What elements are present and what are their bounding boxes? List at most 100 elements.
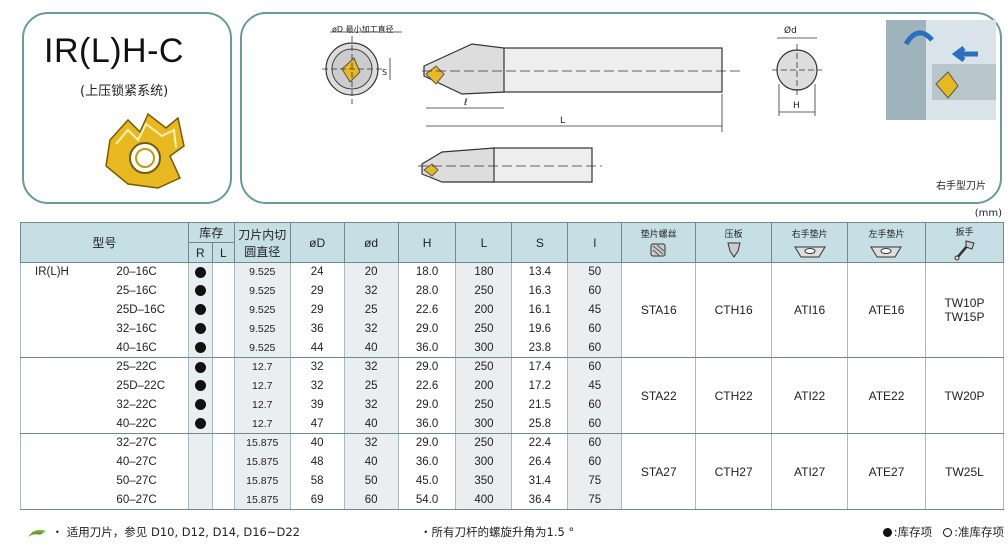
insert-dia-cell: 12.7 bbox=[233, 414, 291, 434]
left-shim-cell: ATE22 bbox=[847, 357, 926, 434]
stock-l-cell bbox=[211, 414, 235, 434]
stock-l-cell bbox=[211, 395, 235, 415]
col-screw: 垫片螺丝 bbox=[621, 222, 697, 263]
footer-note-helix: ・所有刀杆的螺旋升角为1.5 ° bbox=[420, 525, 575, 539]
stock-l-cell bbox=[211, 433, 235, 453]
right-shim-icon bbox=[793, 246, 826, 257]
insert-dia-cell: 12.7 bbox=[233, 357, 291, 377]
s-label: S bbox=[382, 68, 388, 77]
left-shim-icon bbox=[870, 246, 903, 257]
stock-r-cell bbox=[187, 433, 213, 453]
col-right-shim: 右手垫片 bbox=[771, 222, 849, 263]
h-cell: 29.0 bbox=[397, 319, 457, 339]
insert-dia-cell: 15.875 bbox=[233, 471, 291, 491]
screw-cell: STA27 bbox=[621, 433, 697, 510]
d-minor-cell: 32 bbox=[343, 395, 399, 415]
clamp-cell: CTH22 bbox=[695, 357, 773, 434]
right-shim-cell: ATI16 bbox=[771, 262, 849, 358]
s-cell: 36.4 bbox=[511, 490, 569, 510]
left-shim-cell: ATE27 bbox=[847, 433, 926, 510]
stock-r-cell bbox=[187, 395, 213, 415]
insert-icon bbox=[105, 112, 185, 189]
d-label: Ød bbox=[784, 26, 797, 36]
d-major-cell: 58 bbox=[289, 471, 345, 491]
right-shim-cell: ATI27 bbox=[771, 433, 849, 510]
d-major-cell: 48 bbox=[289, 452, 345, 472]
length-cell: 400 bbox=[455, 490, 513, 510]
model-cell: 25–22C bbox=[108, 357, 189, 377]
h-cell: 18.0 bbox=[397, 262, 457, 282]
stock-dot-icon bbox=[194, 285, 206, 297]
wrench-model-1: TW20P bbox=[944, 388, 985, 403]
stock-l-cell bbox=[211, 357, 235, 377]
clamp-cell: CTH27 bbox=[695, 433, 773, 510]
d-minor-cell: 32 bbox=[343, 281, 399, 301]
model-prefix bbox=[20, 357, 109, 377]
model-cell: 40–22C bbox=[108, 414, 189, 434]
length-cell: 200 bbox=[455, 376, 513, 396]
stock-r-cell bbox=[187, 490, 213, 510]
title-panel: IR(L)H-C (上压锁紧系统) bbox=[22, 12, 232, 204]
stock-l-cell bbox=[211, 262, 235, 282]
stock-r-cell bbox=[187, 414, 213, 434]
d-minor-cell: 40 bbox=[343, 414, 399, 434]
d-major-cell: 36 bbox=[289, 319, 345, 339]
l-cell: 60 bbox=[567, 395, 623, 415]
model-cell: 25D–16C bbox=[108, 300, 189, 320]
d-minor-cell: 32 bbox=[343, 357, 399, 377]
d-major-cell: 24 bbox=[289, 262, 345, 282]
l-cell: 60 bbox=[567, 319, 623, 339]
h-cell: 36.0 bbox=[397, 338, 457, 358]
h-cell: 54.0 bbox=[397, 490, 457, 510]
footer-note-applicable: ・ 适用刀片，参见 D10, D12, D14, D16~D22 bbox=[26, 524, 300, 540]
model-cell: 25D–22C bbox=[108, 376, 189, 396]
l-cell: 45 bbox=[567, 300, 623, 320]
stock-dot-icon bbox=[194, 323, 206, 335]
unit-label: (mm) bbox=[974, 208, 1002, 219]
screw-icon bbox=[650, 243, 666, 256]
stock-dot-icon bbox=[194, 361, 206, 373]
stock-l-cell bbox=[211, 471, 235, 491]
model-cell: 50–27C bbox=[108, 471, 189, 491]
stock-r-cell bbox=[187, 357, 213, 377]
l-cell: 60 bbox=[567, 281, 623, 301]
stock-l-cell bbox=[211, 300, 235, 320]
wrench-cell: TW20P bbox=[924, 357, 1005, 434]
stock-l-cell bbox=[211, 452, 235, 472]
model-prefix bbox=[20, 414, 109, 434]
d-major-cell: 32 bbox=[289, 357, 345, 377]
stock-dot-icon bbox=[882, 528, 892, 537]
wrench-model-1: TW25L bbox=[945, 464, 984, 479]
length-cell: 350 bbox=[455, 471, 513, 491]
wrench-model-1: TW10P bbox=[944, 296, 985, 310]
model-cell: 60–27C bbox=[108, 490, 189, 510]
page-title: IR(L)H-C bbox=[44, 32, 184, 70]
wrench-cell: TW25L bbox=[924, 433, 1005, 510]
model-prefix bbox=[20, 433, 109, 453]
s-cell: 19.6 bbox=[511, 319, 569, 339]
model-prefix bbox=[20, 395, 109, 415]
stock-legend: :库存项 :准库存项 bbox=[882, 524, 1004, 540]
d-major-cell: 29 bbox=[289, 300, 345, 320]
standard-ring-icon bbox=[943, 528, 953, 537]
length-cell: 250 bbox=[455, 281, 513, 301]
page-subtitle: (上压锁紧系统) bbox=[80, 84, 169, 99]
model-prefix bbox=[20, 281, 109, 301]
s-cell: 23.8 bbox=[511, 338, 569, 358]
h-cell: 45.0 bbox=[397, 471, 457, 491]
s-cell: 25.8 bbox=[511, 414, 569, 434]
col-D: øD bbox=[289, 222, 345, 263]
l-cell: 60 bbox=[567, 338, 623, 358]
col-wrench: 扳手 bbox=[924, 222, 1005, 263]
d-minor-cell: 60 bbox=[343, 490, 399, 510]
stock-r-cell bbox=[187, 300, 213, 320]
insert-dia-cell: 9.525 bbox=[233, 281, 291, 301]
col-stock-l: L bbox=[211, 242, 235, 263]
